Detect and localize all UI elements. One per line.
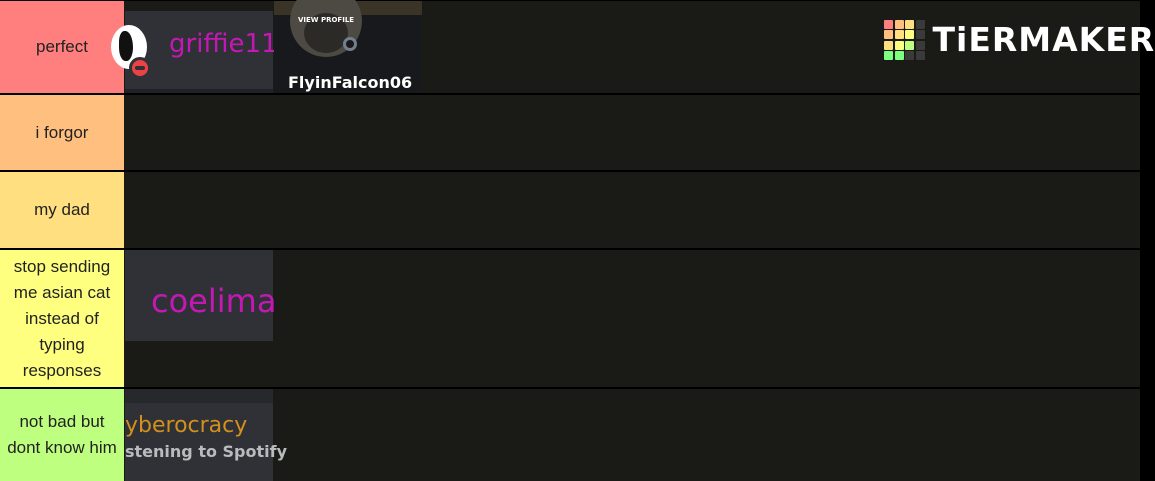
logo-grid-square [915, 30, 925, 40]
tier-label-my-dad[interactable]: my dad [0, 172, 124, 248]
tier-items-my-dad [125, 172, 1139, 248]
dnd-status-icon [129, 57, 151, 79]
tier-label-perfect[interactable]: perfect [0, 1, 124, 93]
username: coelima [151, 282, 277, 320]
logo-grid-square [915, 19, 925, 29]
tier-row-i-forgor: i forgor [0, 95, 1140, 170]
username: griffie11 [169, 29, 278, 59]
logo-grid-square [905, 51, 914, 61]
username: yberocracy [125, 413, 248, 438]
tier-item-coelima[interactable]: coelima [125, 250, 277, 341]
tier-items-not-bad: yberocracy stening to Spotify [125, 389, 1139, 481]
logo-grid-square [905, 40, 914, 50]
view-profile-badge: VIEW PROFILE [298, 16, 355, 24]
logo-grid-square [905, 19, 914, 29]
logo-grid-square [884, 51, 893, 61]
offline-status-icon [343, 37, 357, 51]
tier-label-i-forgor[interactable]: i forgor [0, 95, 124, 170]
logo-grid-square [894, 19, 904, 29]
tier-items-stop-sending: coelima [125, 250, 1139, 387]
tier-item-griffie11[interactable]: griffie11 [111, 11, 278, 93]
tier-label-stop-sending[interactable]: stop sending me asian cat instead of typ… [0, 250, 124, 387]
tier-row-not-bad: not bad but dont know him yberocracy ste… [0, 389, 1140, 481]
logo-grid-square [915, 40, 925, 50]
logo-grid-square [905, 30, 914, 40]
activity-status: stening to Spotify [125, 442, 288, 461]
tier-items-i-forgor [125, 95, 1139, 170]
tiermaker-wordmark: TiERMAKER [932, 20, 1155, 59]
tiermaker-logo[interactable]: TiERMAKER [884, 19, 1155, 61]
tier-item-yberocracy[interactable]: yberocracy stening to Spotify [125, 389, 287, 481]
tier-row-stop-sending: stop sending me asian cat instead of typ… [0, 250, 1140, 387]
logo-grid-square [884, 19, 893, 29]
logo-grid-square [884, 40, 893, 50]
tier-label-not-bad[interactable]: not bad but dont know him [0, 389, 124, 481]
tiermaker-grid-icon [884, 19, 925, 61]
logo-grid-square [894, 51, 904, 61]
logo-grid-square [894, 40, 904, 50]
tier-items-perfect: griffie11 VIEW PROFILE FlyinFalcon06 [111, 0, 1139, 93]
logo-grid-square [894, 30, 904, 40]
tier-row-my-dad: my dad [0, 172, 1140, 248]
username: FlyinFalcon06 [288, 73, 413, 92]
tier-row-perfect: perfect griffie11 VIEW PROFILE [0, 0, 1140, 93]
logo-grid-square [915, 51, 925, 61]
tier-item-flyinfalcon06[interactable]: VIEW PROFILE FlyinFalcon06 [274, 0, 422, 93]
logo-grid-square [884, 30, 893, 40]
